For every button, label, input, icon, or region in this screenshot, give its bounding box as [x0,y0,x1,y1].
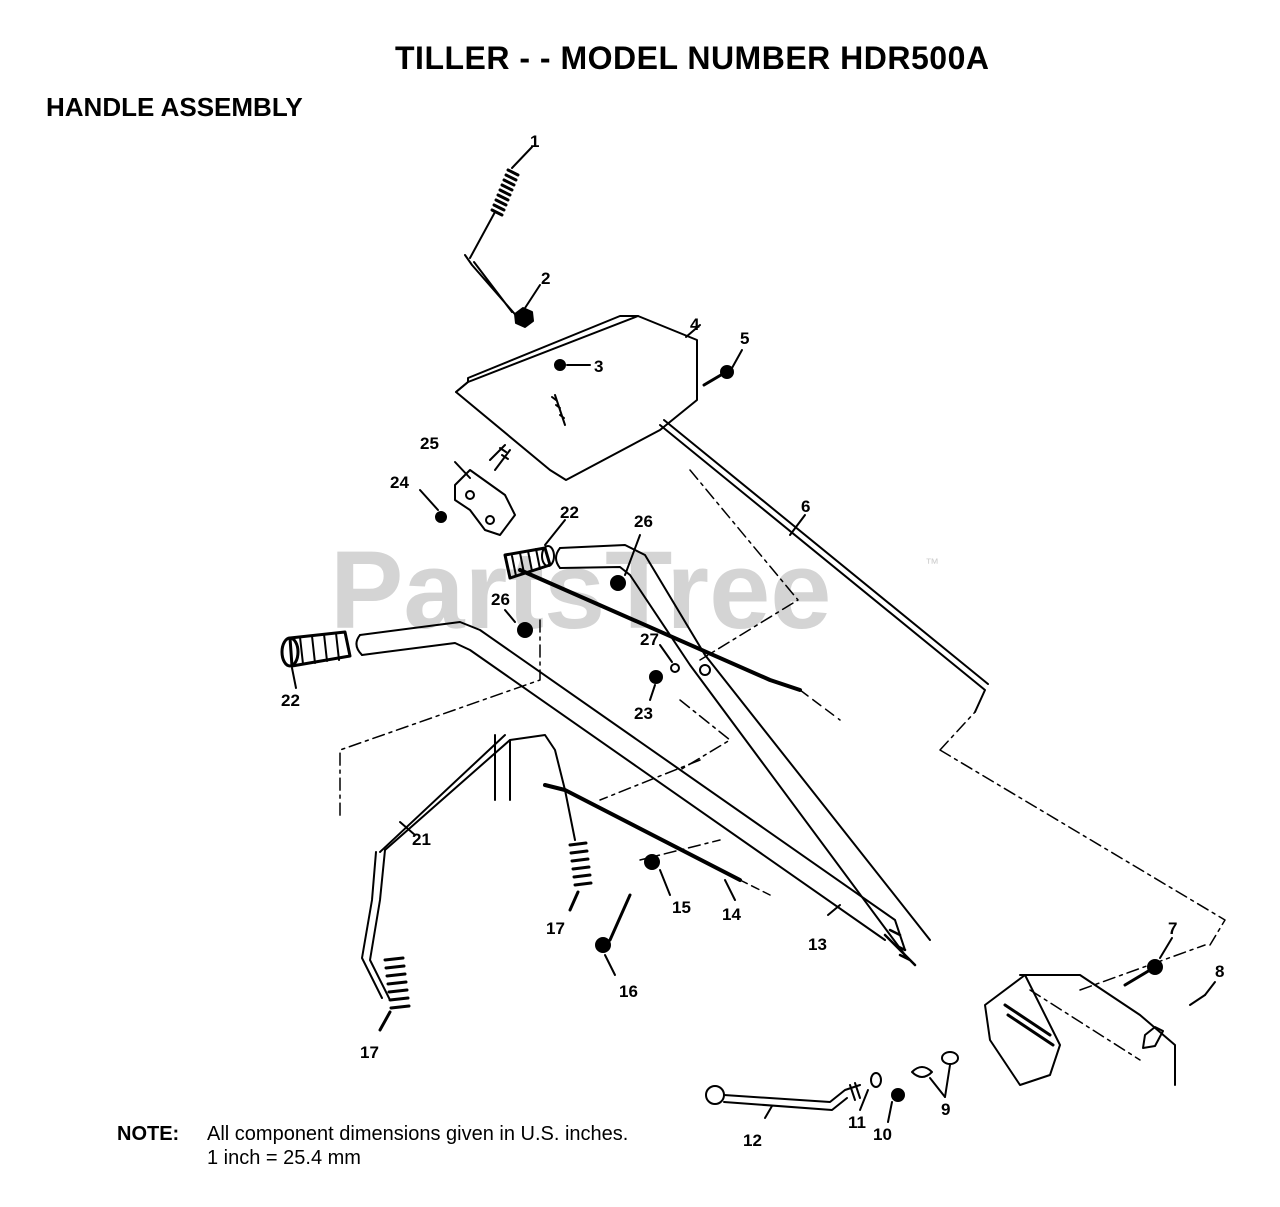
part-9-hardware [911,1051,959,1098]
part-3-screw [551,359,591,426]
callout-21: 21 [412,830,431,849]
part-27-washer [659,644,680,673]
callout-1: 1 [530,132,539,151]
part-11-washer [859,1072,882,1111]
note-line-2: 1 inch = 25.4 mm [207,1147,361,1169]
part-17-spring-lower [378,956,411,1032]
part-6-control-rod [659,419,989,713]
callout-22-upper: 22 [560,503,579,522]
callout-22-lower: 22 [281,691,300,710]
callout-labels: 1 2 3 4 5 6 7 8 9 10 11 12 13 14 15 16 1… [281,132,1224,1150]
callout-14: 14 [722,905,741,924]
part-24-nut [419,489,447,523]
section-title: HANDLE ASSEMBLY [46,92,303,122]
dimension-note: NOTE: All component dimensions given in U… [117,1122,628,1170]
callout-3: 3 [594,357,603,376]
callout-15: 15 [672,898,691,917]
callout-24: 24 [390,473,409,492]
part-13-lower-handle [355,621,917,967]
callout-16: 16 [619,982,638,1001]
callout-6: 6 [801,497,810,516]
part-4-bracket-plate [455,315,701,481]
part-26-nut-lower [504,609,533,638]
callout-9: 9 [941,1100,950,1119]
callout-12: 12 [743,1131,762,1150]
note-label: NOTE: [117,1123,180,1145]
callout-7: 7 [1168,919,1177,938]
part-10-nut [887,1088,905,1123]
callout-27: 27 [640,630,659,649]
handle-mount-bracket [984,974,1176,1086]
part-7-bolt [1123,937,1173,987]
part-25-linkage-bracket [454,444,516,536]
part-1-spring-rod [464,146,533,321]
callout-10: 10 [873,1125,892,1144]
callout-26-upper: 26 [634,512,653,531]
control-cable [518,568,841,721]
callout-17-lower: 17 [360,1043,379,1062]
callout-23: 23 [634,704,653,723]
callout-13: 13 [808,935,827,954]
part-5-bolt [702,349,743,387]
part-26-nut-upper [610,534,641,591]
part-2-nut [514,284,541,328]
note-line-1: All component dimensions given in U.S. i… [207,1123,629,1145]
part-22-lower-grip [280,630,352,689]
part-16-bolt [595,893,632,976]
page-title: TILLER - - MODEL NUMBER HDR500A [395,40,990,76]
part-14-cable [543,783,771,901]
part-21-shift-rod [361,734,576,1001]
callout-11: 11 [848,1113,866,1132]
callout-25: 25 [420,434,439,453]
part-12-lever [705,1082,861,1119]
callout-8: 8 [1215,962,1224,981]
callout-17-upper: 17 [546,919,565,938]
callout-2: 2 [541,269,550,288]
watermark-trademark: ™ [925,555,939,571]
part-15-nut [644,854,671,896]
part-22-upper-grip [503,519,566,580]
callout-4: 4 [690,315,700,334]
upper-handle-bar [555,544,931,956]
assembly-dash-lines [339,469,1226,1061]
callout-5: 5 [740,329,749,348]
part-17-spring-upper [568,841,593,912]
part-8-pin [1142,981,1216,1049]
callout-26-lower: 26 [491,590,510,609]
part-23-nut [649,664,711,701]
